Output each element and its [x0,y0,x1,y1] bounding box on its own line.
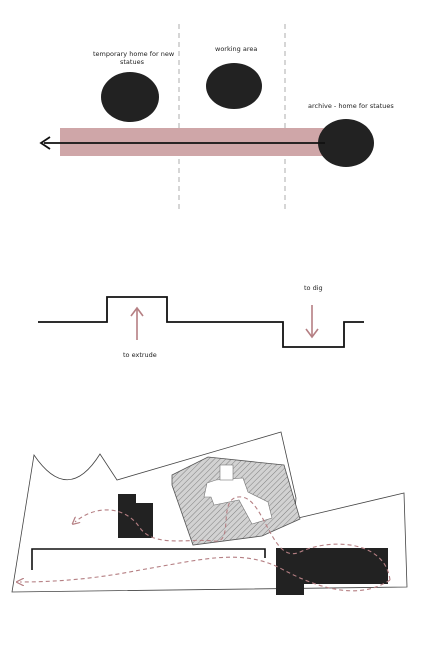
site-plan [11,431,408,595]
working-area-blob [206,63,262,109]
label-temporary-home-line2: statues [120,58,145,66]
route-loop [75,496,391,581]
extrude-arrow-icon [130,306,144,340]
zone-diagram: temporary home for new statues working a… [39,24,394,213]
wall-line [31,548,266,570]
label-to-extrude: to extrude [123,351,157,359]
route-return [20,556,391,592]
label-working-area: working area [215,45,257,53]
flow-arrowhead [39,136,51,150]
dig-arrow-icon [305,305,319,339]
small-void [219,464,234,481]
archive-blob [318,119,374,167]
ground-profile-line [38,296,364,348]
volume-block-right-tail [276,548,304,595]
circulation-band [60,128,350,156]
existing-building-hatched [171,456,301,546]
label-archive: archive - home for statues [308,102,394,110]
label-temporary-home-line1: temporary home for new [93,50,175,58]
courtyard-void [203,477,273,525]
volume-block-left-lower [126,503,153,538]
section-diagram: to dig to extrude [38,284,364,359]
label-to-dig: to dig [304,284,323,292]
temporary-home-blob [101,72,159,122]
